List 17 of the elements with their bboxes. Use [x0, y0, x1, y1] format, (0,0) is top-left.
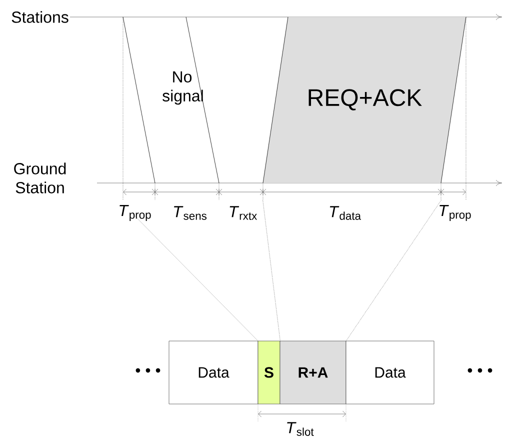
- frame-cell: S: [258, 340, 280, 404]
- projection-line: [346, 200, 442, 341]
- frame-cell: R+A: [280, 340, 346, 404]
- packet-parallelogram: REQ+ACK: [262, 16, 466, 184]
- axis-label: Stations: [12, 11, 68, 23]
- duration-label: T$_{data}$: [330, 206, 361, 220]
- ellipsis: • • •: [468, 368, 492, 373]
- frame-cell: Data: [168, 340, 258, 404]
- projection-line: [262, 200, 280, 341]
- duration-label: T$_{prop}$: [120, 205, 151, 221]
- duration-label: T$_{sens}$: [174, 206, 207, 220]
- duration-label: T$_{prop}$: [440, 205, 471, 221]
- frame-cell: Data: [346, 340, 434, 404]
- duration-label: T$_{rxtx}$: [230, 206, 257, 220]
- axis-label: Ground Station: [14, 162, 66, 194]
- duration-label: T$_{slot}$: [287, 422, 314, 436]
- region-label: No signal: [162, 71, 203, 105]
